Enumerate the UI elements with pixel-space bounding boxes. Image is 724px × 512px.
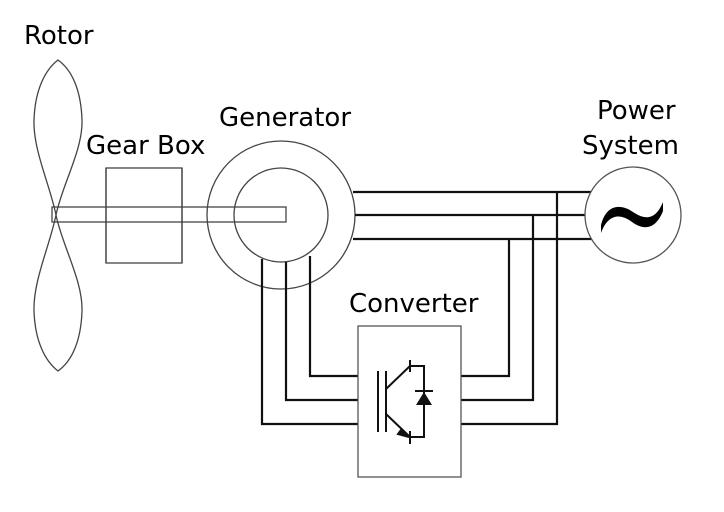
rotor-converter-wires bbox=[260, 256, 358, 426]
generator-label: Generator bbox=[219, 103, 351, 133]
power-system bbox=[584, 166, 682, 264]
converter bbox=[357, 325, 462, 478]
generator-stator bbox=[206, 140, 356, 290]
shaft bbox=[51, 206, 287, 223]
converter-label: Converter bbox=[349, 289, 479, 319]
converter-grid-wires bbox=[461, 192, 559, 426]
ac-source-icon bbox=[601, 202, 663, 233]
igbt-icon bbox=[377, 360, 425, 444]
diode-icon bbox=[415, 390, 433, 405]
converter-box bbox=[357, 325, 462, 478]
generator bbox=[206, 140, 356, 290]
rotor-lower-blade bbox=[33, 214, 83, 372]
power-system-label-line2: System bbox=[582, 131, 679, 161]
rotor-upper-blade bbox=[33, 59, 83, 216]
stator-bus bbox=[353, 190, 596, 241]
rotor-label: Rotor bbox=[24, 21, 94, 51]
gearbox-label: Gear Box bbox=[86, 131, 205, 161]
generator-rotor bbox=[233, 167, 329, 263]
rotor bbox=[33, 59, 83, 372]
power-system-label-line1: Power bbox=[597, 96, 676, 126]
